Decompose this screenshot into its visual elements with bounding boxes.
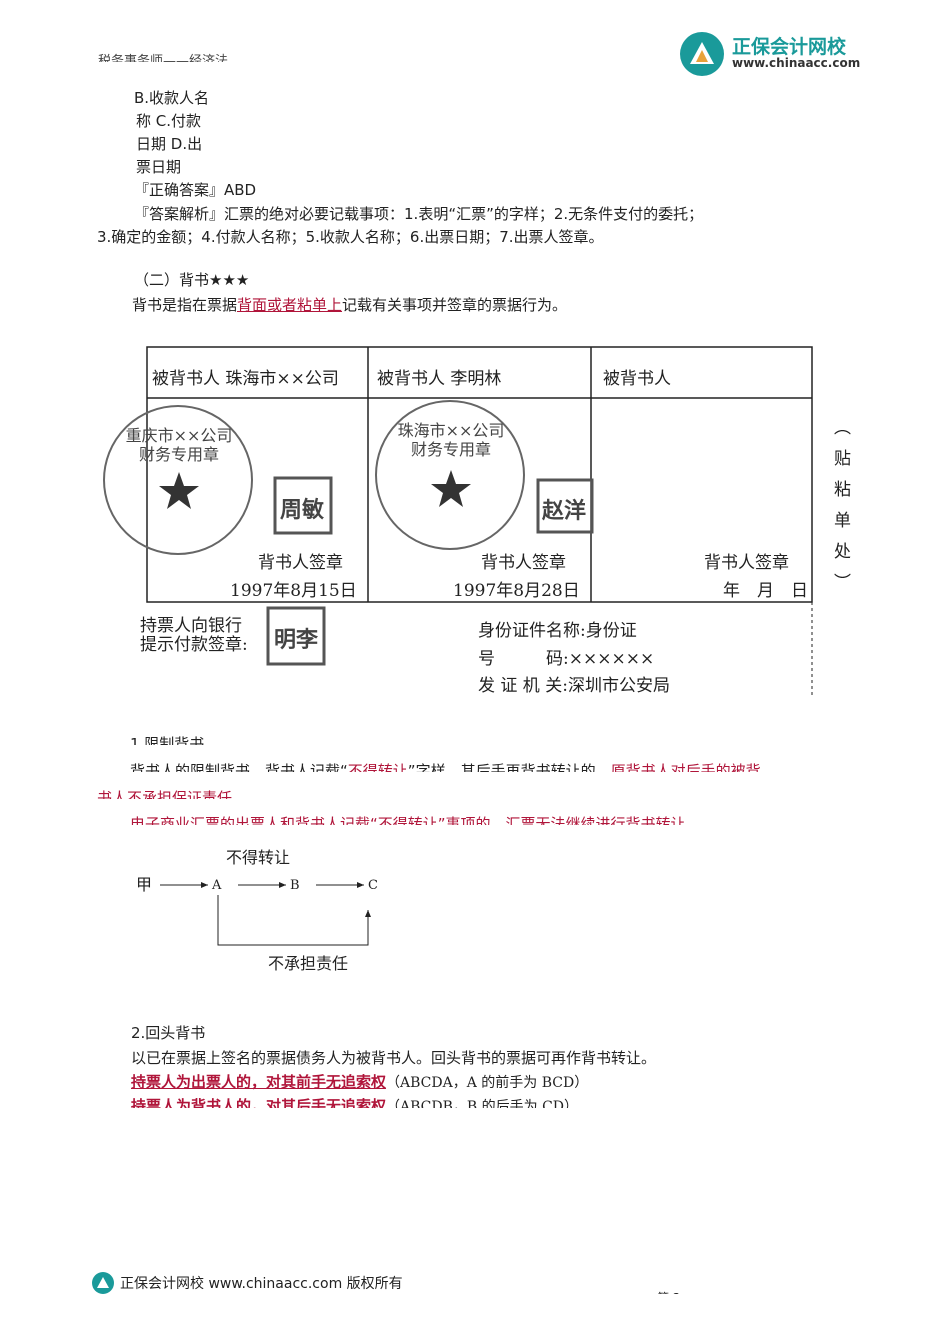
returning-rule: 持票人为出票人的，对其前手无追索权（ABCDA，A 的前手为 BCD） [131,1072,588,1093]
logo-name: 正保会计网校 [732,36,847,58]
option-line: 票日期 [136,158,182,176]
option-line: 称 C.付款 [136,112,202,130]
def-text: 背书是指在票据 [132,296,238,314]
no-transfer-label: 不得转让 [226,848,291,867]
def-text: 记载有关事项并签章的票据行为。 [342,296,568,314]
restrict-text: ”字样，其后手再背书转让的， [407,762,611,772]
date-3: 年 月 日 [723,581,808,601]
endorsee-2: 被背书人 李明林 [377,369,502,389]
def-highlight: 背面或者粘单上 [237,296,343,314]
rule-highlight: 持票人为背书人的，对其后手无追索权 [131,1097,387,1108]
footer-copyright: 正保会计网校 www.chinaacc.com 版权所有 [120,1276,403,1292]
rider-note: （贴粘单处） [830,418,850,604]
restrict-title: 1.限制背书 [130,735,205,745]
holder-label-2: 提示付款签章: [140,635,248,655]
sign-label: 背书人签章 [258,553,343,573]
node: B [290,878,300,893]
returning-definition: 以已在票据上签名的票据债务人为被背书人。回头背书的票据可再作背书转让。 [131,1049,657,1067]
restrict-line: 电子商业汇票的出票人和背书人记载“不得转让”事项的，汇票无法继续进行背书转让 [130,815,686,825]
date-2: 1997年8月28日 [453,581,580,601]
rule-note: （ABCDB，B 的后手为 CD） [386,1099,579,1108]
stamp-circle [375,400,525,550]
option-line: B.收款人名 [134,89,210,107]
correct-answer: 『正确答案』ABD [134,181,257,199]
star-icon [159,472,199,509]
restrict-line: 背书人的限制背书，背书人记载“不得转让”字样，其后手再背书转让的，原背书人对后手… [130,761,850,772]
sign-label: 背书人签章 [481,553,566,573]
personal-seal-2: 赵洋 [542,498,587,524]
running-header: 税务事务师——经济法 [98,54,229,62]
logo: 正保会计网校 www.chinaacc.com [678,30,860,82]
footer-logo-icon [92,1272,114,1294]
star-icon [431,470,471,507]
restrict-text: 背书人的限制背书，背书人记载“ [130,762,348,772]
id-number: 号 码:×××××× [478,649,655,669]
id-issuer: 发 证 机 关:深圳市公安局 [478,676,670,696]
personal-seal-1: 周敏 [280,497,325,523]
endorsee-1: 被背书人 珠海市××公司 [152,369,339,389]
date-1: 1997年8月15日 [230,581,357,601]
section-definition: 背书是指在票据背面或者粘单上记载有关事项并签章的票据行为。 [132,295,567,315]
rule-highlight: 持票人为出票人的，对其前手无追索权 [131,1073,387,1091]
stamp-text-2: 珠海市××公司 财务专用章 [397,421,505,459]
node: C [368,878,378,893]
section-title: （二）背书★★★ [134,271,250,289]
returning-rule: 持票人为背书人的，对其后手无追索权（ABCDB，B 的后手为 CD） [131,1096,578,1108]
answer-analysis: 『答案解析』汇票的绝对必要记载事项：1.表明“汇票”的字样；2.无条件支付的委托… [134,205,704,223]
holder-label-1: 持票人向银行 [140,616,242,636]
logo-url: www.chinaacc.com [732,56,861,70]
sign-label: 背书人签章 [704,553,789,573]
restrict-highlight: 不得转让 [347,762,408,772]
restrict-line: 书人不承担保证责任 [97,789,233,799]
returning-title: 2.回头背书 [131,1024,206,1042]
stamp-text-1: 重庆市××公司 财务专用章 [125,426,233,464]
rule-note: （ABCDA，A 的前手为 BCD） [386,1075,589,1091]
endorsee-3: 被背书人 [603,369,671,389]
figure-lines [103,346,813,695]
restrict-highlight: 原背书人对后手的被背 [610,762,761,772]
stamp-circle [103,405,253,555]
page-number: 第 2 [657,1288,680,1294]
holder-seal: 明李 [274,627,319,653]
option-line: 日期 D.出 [136,135,203,153]
no-liability-label: 不承担责任 [268,954,349,973]
id-name: 身份证件名称:身份证 [478,621,637,641]
node: A [212,878,222,893]
logo-icon [680,32,724,76]
restrict-diagram [160,882,371,946]
answer-analysis-cont: 3.确定的金额；4.付款人名称；5.收款人名称；6.出票日期；7.出票人签章。 [97,228,604,246]
node: 甲 [136,875,153,894]
